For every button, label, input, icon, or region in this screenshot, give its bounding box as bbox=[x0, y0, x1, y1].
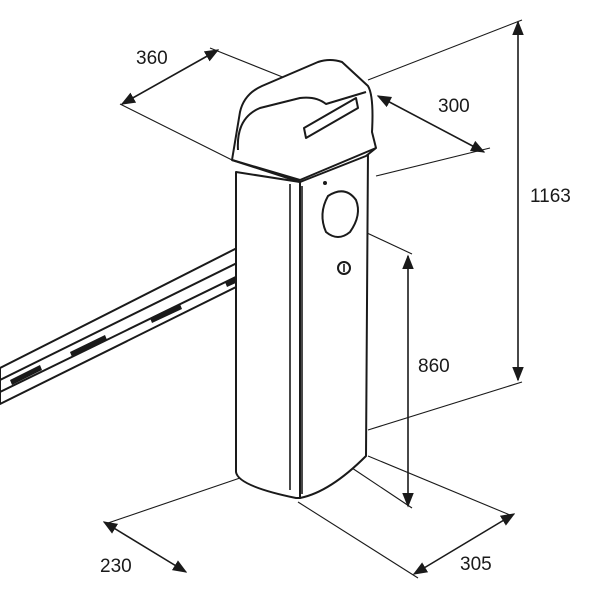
boom-stripe bbox=[150, 304, 182, 323]
label-cap-depth: 300 bbox=[438, 96, 470, 117]
extension-lines bbox=[107, 19, 523, 579]
boom-stripe bbox=[10, 365, 42, 385]
label-total-height: 1163 bbox=[530, 186, 571, 207]
barrier-cabinet bbox=[235, 149, 369, 499]
dimension-arrow-300 bbox=[376, 95, 486, 153]
barrier-cap bbox=[231, 59, 377, 183]
dimension-arrow-305 bbox=[412, 513, 516, 575]
label-base-width: 230 bbox=[100, 556, 132, 577]
dimension-labels: 360 300 1163 860 230 305 bbox=[100, 48, 571, 577]
dimension-arrows bbox=[102, 20, 524, 575]
label-boom-axis-height: 860 bbox=[418, 356, 450, 377]
boom-stripe bbox=[70, 335, 107, 357]
label-cap-width: 360 bbox=[136, 48, 168, 69]
dimension-arrow-230 bbox=[102, 521, 188, 573]
dimension-arrow-360 bbox=[120, 49, 220, 105]
label-base-depth: 305 bbox=[460, 554, 492, 575]
